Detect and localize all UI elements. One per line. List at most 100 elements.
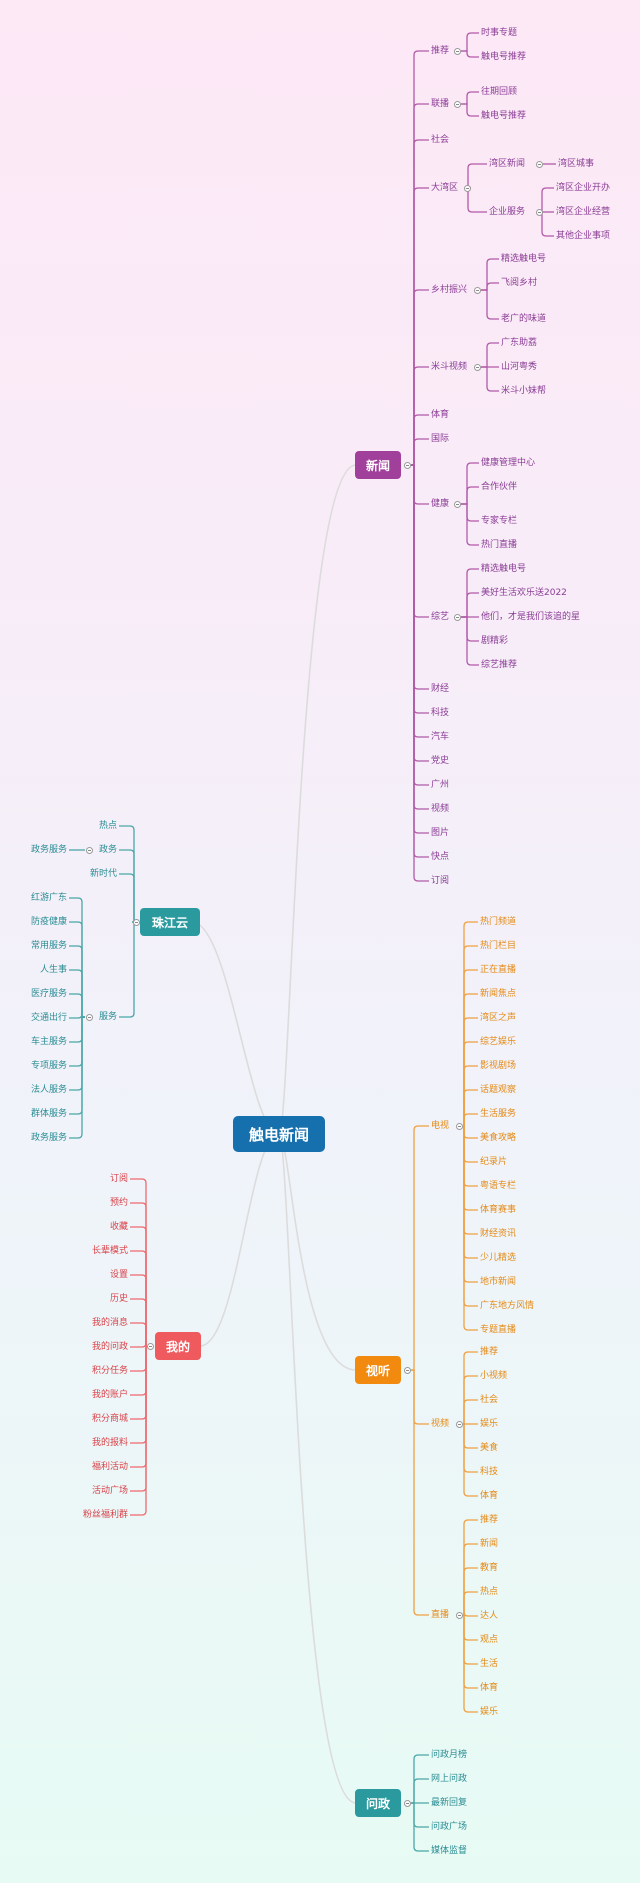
node-gov-0[interactable]: 问政月榜 [431,1750,468,1760]
node-media-0-6[interactable]: 影视剧场 [480,1061,517,1071]
node-pearl-3-2[interactable]: 常用服务 [30,941,67,951]
node-media-1-5[interactable]: 科技 [480,1467,499,1477]
node-news-15[interactable]: 视频 [431,804,450,814]
node-media-0-9[interactable]: 美食攻略 [480,1133,517,1143]
node-news-4-2[interactable]: 老广的味道 [501,314,547,324]
node-news-1-1[interactable]: 触电号推荐 [481,111,527,121]
node-news-7[interactable]: 国际 [431,434,450,444]
node-news-2[interactable]: 社会 [431,135,450,145]
node-news-4-1[interactable]: 飞阅乡村 [501,278,538,288]
node-pearl-3[interactable]: 服务 [98,1012,117,1022]
node-news-8-3[interactable]: 热门直播 [481,540,518,550]
collapse-toggle-icon[interactable] [473,363,481,371]
node-media-0-14[interactable]: 少儿精选 [480,1253,517,1263]
collapse-toggle-icon[interactable] [403,1366,411,1374]
node-media-1-4[interactable]: 美食 [480,1443,499,1453]
node-mine-10[interactable]: 积分商城 [91,1414,128,1424]
collapse-toggle-icon[interactable] [535,208,543,216]
collapse-toggle-icon[interactable] [463,184,471,192]
node-media-2-7[interactable]: 体育 [480,1683,499,1693]
node-news-8-1[interactable]: 合作伙伴 [481,482,518,492]
root-node[interactable]: 触电新闻 [233,1116,325,1152]
node-media-0-0[interactable]: 热门频道 [480,917,517,927]
node-news-3-1-2[interactable]: 其他企业事项 [556,231,611,241]
node-media-2-2[interactable]: 教育 [480,1563,499,1573]
node-mine-6[interactable]: 我的消息 [91,1318,128,1328]
collapse-toggle-icon[interactable] [403,1799,411,1807]
node-media-0-3[interactable]: 新闻焦点 [480,989,517,999]
node-news-9-3[interactable]: 剧精彩 [481,636,509,646]
node-news-18[interactable]: 订阅 [431,876,450,886]
node-pearl-3-6[interactable]: 车主服务 [30,1037,67,1047]
node-media-2-3[interactable]: 热点 [480,1587,499,1597]
node-media-2-5[interactable]: 观点 [480,1635,499,1645]
node-news-4[interactable]: 乡村振兴 [431,285,468,295]
node-media-1-1[interactable]: 小视频 [480,1371,508,1381]
node-news-0[interactable]: 推荐 [431,46,450,56]
collapse-toggle-icon[interactable] [455,1611,463,1619]
node-gov-1[interactable]: 网上问政 [431,1774,468,1784]
node-mine-12[interactable]: 福利活动 [91,1462,128,1472]
branch-node-media[interactable]: 视听 [355,1356,401,1384]
node-mine-4[interactable]: 设置 [109,1270,128,1280]
node-media-0-4[interactable]: 湾区之声 [480,1013,517,1023]
node-pearl-3-8[interactable]: 法人服务 [30,1085,67,1095]
node-media-2[interactable]: 直播 [431,1610,450,1620]
node-mine-0[interactable]: 订阅 [109,1174,128,1184]
node-media-0-10[interactable]: 纪录片 [480,1157,508,1167]
node-mine-8[interactable]: 积分任务 [91,1366,128,1376]
node-media-2-1[interactable]: 新闻 [480,1539,499,1549]
node-news-9-2[interactable]: 他们，才是我们该追的星 [481,612,581,622]
collapse-toggle-icon[interactable] [453,47,461,55]
node-media-2-0[interactable]: 推荐 [480,1515,499,1525]
node-pearl-3-5[interactable]: 交通出行 [30,1013,67,1023]
node-mine-9[interactable]: 我的账户 [91,1390,128,1400]
node-news-14[interactable]: 广州 [431,780,450,790]
node-news-6[interactable]: 体育 [431,410,450,420]
node-media-1-6[interactable]: 体育 [480,1491,499,1501]
node-pearl-3-3[interactable]: 人生事 [39,965,67,975]
node-media-0-17[interactable]: 专题直播 [480,1325,517,1335]
collapse-toggle-icon[interactable] [85,1013,93,1021]
node-media-0-8[interactable]: 生活服务 [480,1109,517,1119]
node-mine-14[interactable]: 粉丝福利群 [82,1510,128,1520]
node-media-0-2[interactable]: 正在直播 [480,965,517,975]
node-news-13[interactable]: 党史 [431,756,450,766]
node-news-9-4[interactable]: 综艺推荐 [481,660,518,670]
node-mine-2[interactable]: 收藏 [109,1222,128,1232]
node-news-5[interactable]: 米斗视频 [431,362,468,372]
node-media-0-5[interactable]: 综艺娱乐 [480,1037,517,1047]
collapse-toggle-icon[interactable] [132,918,140,926]
node-news-3-1-0[interactable]: 湾区企业开办 [556,183,611,193]
node-news-3-0-0[interactable]: 湾区城事 [558,159,595,169]
node-gov-2[interactable]: 最新回复 [431,1798,468,1808]
collapse-toggle-icon[interactable] [453,500,461,508]
node-media-2-6[interactable]: 生活 [480,1659,499,1669]
collapse-toggle-icon[interactable] [535,160,543,168]
node-news-11[interactable]: 科技 [431,708,450,718]
node-media-2-8[interactable]: 娱乐 [480,1707,499,1717]
node-media-0-1[interactable]: 热门栏目 [480,941,517,951]
node-news-16[interactable]: 图片 [431,828,450,838]
node-news-12[interactable]: 汽车 [431,732,450,742]
collapse-toggle-icon[interactable] [453,613,461,621]
node-news-3-1[interactable]: 企业服务 [489,207,526,217]
node-news-5-1[interactable]: 山河粤秀 [501,362,538,372]
node-media-0-16[interactable]: 广东地方风情 [480,1301,535,1311]
node-pearl-0[interactable]: 热点 [98,821,117,831]
collapse-toggle-icon[interactable] [455,1420,463,1428]
branch-node-mine[interactable]: 我的 [155,1332,201,1360]
node-news-9-0[interactable]: 精选触电号 [481,564,527,574]
node-news-3[interactable]: 大湾区 [431,183,459,193]
node-mine-3[interactable]: 长辈模式 [91,1246,128,1256]
collapse-toggle-icon[interactable] [146,1342,154,1350]
node-news-8[interactable]: 健康 [431,499,450,509]
node-pearl-2[interactable]: 新时代 [89,869,117,879]
node-pearl-3-9[interactable]: 群体服务 [30,1109,67,1119]
collapse-toggle-icon[interactable] [453,100,461,108]
node-news-1-0[interactable]: 往期回顾 [481,87,518,97]
branch-node-news[interactable]: 新闻 [355,451,401,479]
node-media-1-0[interactable]: 推荐 [480,1347,499,1357]
node-gov-4[interactable]: 媒体监督 [431,1846,468,1856]
node-media-0-12[interactable]: 体育赛事 [480,1205,517,1215]
